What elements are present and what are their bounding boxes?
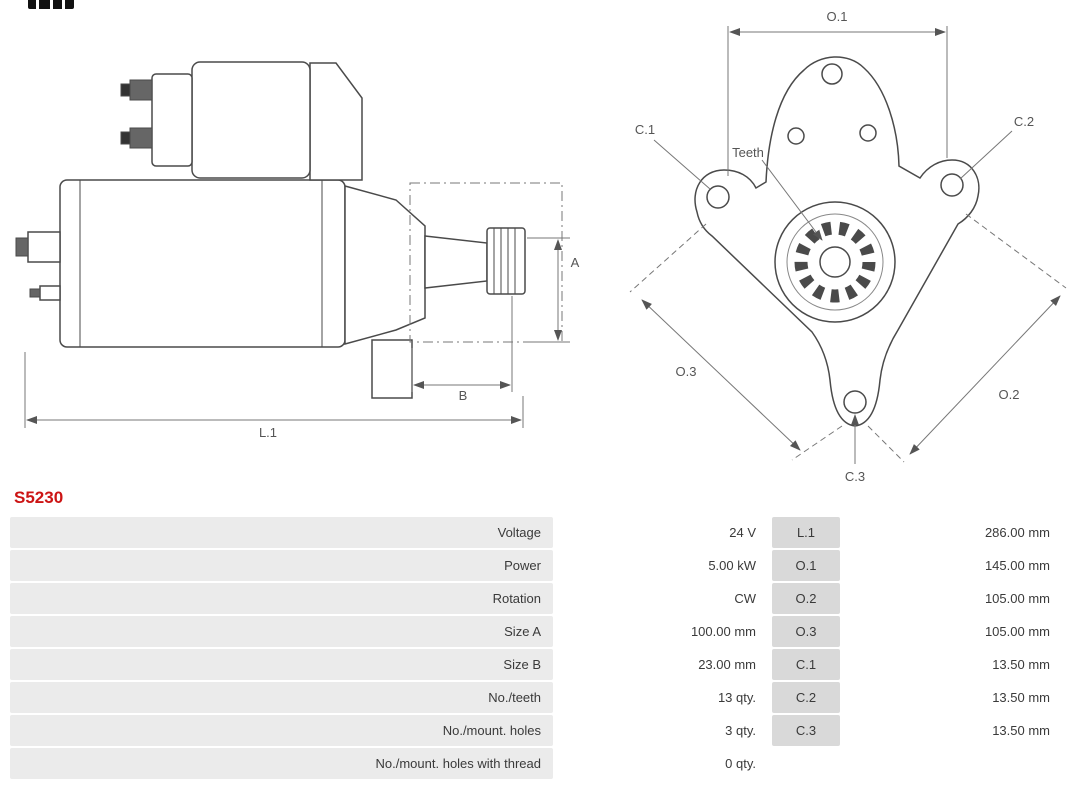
spec-label-cell: Size A [10, 616, 553, 647]
shaft-hole [819, 246, 851, 278]
dim-label-cell [772, 748, 840, 779]
brand-logo [28, 0, 74, 9]
small-hole [859, 124, 877, 142]
spec-value-cell: CW [557, 583, 768, 614]
drive-housing [344, 185, 426, 345]
dimension-label-c1: C.1 [635, 122, 655, 137]
mount-hole-c2 [940, 173, 964, 197]
spec-value-cell: 5.00 kW [557, 550, 768, 581]
dim-label-cell: C.2 [772, 682, 840, 713]
spec-value-cell: 0 qty. [557, 748, 768, 779]
dim-value-cell: 13.50 mm [844, 649, 1062, 680]
terminal-block [27, 231, 61, 263]
side-view [15, 61, 526, 399]
dimension-line-o2 [909, 295, 1061, 455]
dim-value-cell: 13.50 mm [844, 682, 1062, 713]
teeth-label: Teeth [732, 145, 764, 160]
dim-value-cell: 105.00 mm [844, 616, 1062, 647]
dim-value-cell [844, 748, 1062, 779]
table-row: Size A 100.00 mm O.3 105.00 mm [10, 616, 1062, 647]
table-row: No./mount. holes with thread 0 qty. [10, 748, 1062, 779]
solenoid-terminal [129, 127, 153, 149]
dimension-label-b: B [459, 388, 468, 403]
technical-drawing: A B L.1 [15, 9, 1067, 484]
spec-value-cell: 24 V [557, 517, 768, 548]
spec-label-cell: Power [10, 550, 553, 581]
spec-value-cell: 3 qty. [557, 715, 768, 746]
dim-label-cell: L.1 [772, 517, 840, 548]
table-row: Power 5.00 kW O.1 145.00 mm [10, 550, 1062, 581]
dim-label-cell: O.1 [772, 550, 840, 581]
dim-value-cell: 105.00 mm [844, 583, 1062, 614]
front-view [694, 56, 980, 427]
side-view-dimensions [24, 182, 570, 428]
dimension-label-c2: C.2 [1014, 114, 1034, 129]
dimension-label-o3: O.3 [676, 364, 697, 379]
table-row: No./teeth 13 qty. C.2 13.50 mm [10, 682, 1062, 713]
solenoid-terminal [129, 79, 153, 101]
mounting-foot [371, 339, 413, 399]
spec-label-cell: No./mount. holes with thread [10, 748, 553, 779]
spec-label-cell: No./teeth [10, 682, 553, 713]
shaft [424, 235, 488, 289]
dim-value-cell: 13.50 mm [844, 715, 1062, 746]
table-row: No./mount. holes 3 qty. C.3 13.50 mm [10, 715, 1062, 746]
teeth-leader [761, 159, 823, 241]
dim-label-cell: C.1 [772, 649, 840, 680]
motor-body [59, 179, 346, 348]
dimension-label-o2: O.2 [999, 387, 1020, 402]
table-row: Voltage 24 V L.1 286.00 mm [10, 517, 1062, 548]
table-row: Size B 23.00 mm C.1 13.50 mm [10, 649, 1062, 680]
dimension-label-a: A [571, 255, 580, 270]
terminal-stud [39, 285, 61, 301]
gear-teeth [794, 221, 876, 303]
part-number: S5230 [14, 488, 64, 507]
dimension-label-o1: O.1 [827, 9, 848, 24]
dim-label-cell: O.2 [772, 583, 840, 614]
spec-label-cell: Rotation [10, 583, 553, 614]
mount-hole-c1 [706, 185, 730, 209]
dim-value-cell: 286.00 mm [844, 517, 1062, 548]
dimension-label-l1: L.1 [259, 425, 277, 440]
spec-label-cell: Size B [10, 649, 553, 680]
small-hole [787, 127, 805, 145]
dim-label-cell: O.3 [772, 616, 840, 647]
spec-value-cell: 100.00 mm [557, 616, 768, 647]
dim-label-cell: C.3 [772, 715, 840, 746]
spec-value-cell: 23.00 mm [557, 649, 768, 680]
dimension-line-o3 [641, 299, 801, 451]
front-view-dimensions [629, 26, 1067, 464]
pinion-gear [486, 227, 526, 295]
solenoid-cap [151, 73, 193, 167]
solenoid-bracket [309, 62, 363, 181]
solenoid [191, 61, 311, 179]
spec-label-cell: Voltage [10, 517, 553, 548]
spec-value-cell: 13 qty. [557, 682, 768, 713]
mount-hole-c3 [843, 390, 867, 414]
starter-motor-drawing: A B L.1 [15, 9, 1067, 484]
spec-table: Voltage 24 V L.1 286.00 mm Power 5.00 kW… [10, 517, 1062, 779]
dimension-label-c3: C.3 [845, 469, 865, 484]
top-hole [821, 63, 843, 85]
table-row: Rotation CW O.2 105.00 mm [10, 583, 1062, 614]
construction-box [409, 182, 563, 343]
spec-label-cell: No./mount. holes [10, 715, 553, 746]
dim-value-cell: 145.00 mm [844, 550, 1062, 581]
